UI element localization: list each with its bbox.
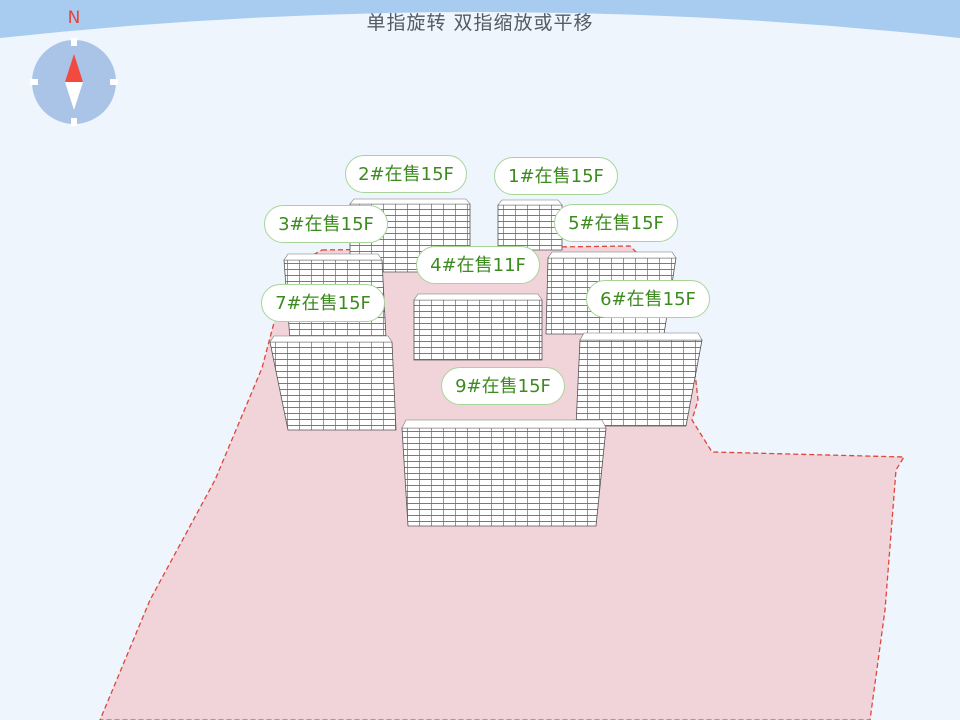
building-label-2[interactable]: 2#在售15F [345, 155, 467, 193]
sky-arc [0, 0, 960, 38]
building-label-9[interactable]: 9#在售15F [441, 367, 565, 405]
building-6[interactable] [575, 332, 703, 427]
compass-north-label: N [67, 8, 81, 28]
building-label-6[interactable]: 6#在售15F [586, 280, 710, 318]
building-4[interactable] [413, 293, 543, 361]
compass-tick-e [110, 79, 118, 85]
building-9[interactable] [401, 419, 607, 527]
building-label-3[interactable]: 3#在售15F [264, 205, 388, 243]
compass-needle-north-icon [65, 54, 83, 82]
building-7[interactable] [269, 335, 397, 431]
compass-tick-w [30, 79, 38, 85]
building-label-7[interactable]: 7#在售15F [261, 284, 385, 322]
building-label-5[interactable]: 5#在售15F [554, 204, 678, 242]
compass-tick-s [71, 118, 77, 126]
gesture-hint: 单指旋转 双指缩放或平移 [366, 12, 594, 34]
building-1[interactable] [497, 199, 563, 251]
building-label-1[interactable]: 1#在售15F [494, 157, 618, 195]
compass[interactable] [30, 38, 118, 126]
building-label-4[interactable]: 4#在售11F [416, 246, 540, 284]
compass-tick-n [71, 38, 77, 46]
compass-needle-south-icon [65, 82, 83, 110]
